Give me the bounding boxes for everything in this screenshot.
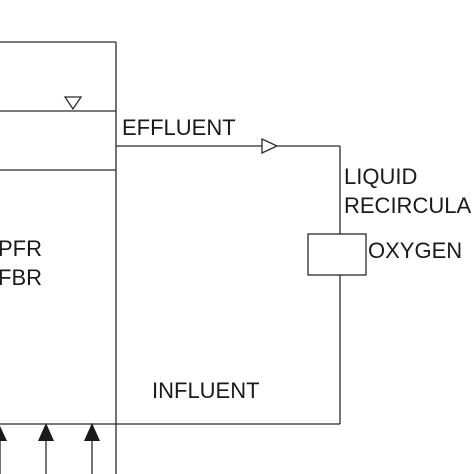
effluent-arrow-icon — [261, 137, 279, 155]
upflow-arrow-icon — [0, 426, 7, 474]
reactor-label-pfr: PFR — [0, 236, 42, 261]
reactor-column — [0, 41, 117, 474]
effluent-label: EFFLUENT — [122, 115, 236, 140]
water-level-icon — [63, 96, 83, 111]
liquid-label: LIQUID — [344, 164, 417, 189]
oxygen-label: OXYGEN — [368, 238, 462, 263]
upflow-arrow-icon — [38, 423, 54, 474]
reactor-label-fbr: FBR — [0, 265, 42, 290]
effluent-line — [116, 137, 340, 155]
oxygenator-box — [307, 233, 367, 276]
influent-label: INFLUENT — [152, 378, 260, 403]
upflow-arrow-icon — [84, 423, 100, 474]
recirculation-loop — [116, 146, 341, 425]
recirculation-label: RECIRCULA — [344, 193, 471, 218]
upflow-arrows — [0, 423, 100, 474]
